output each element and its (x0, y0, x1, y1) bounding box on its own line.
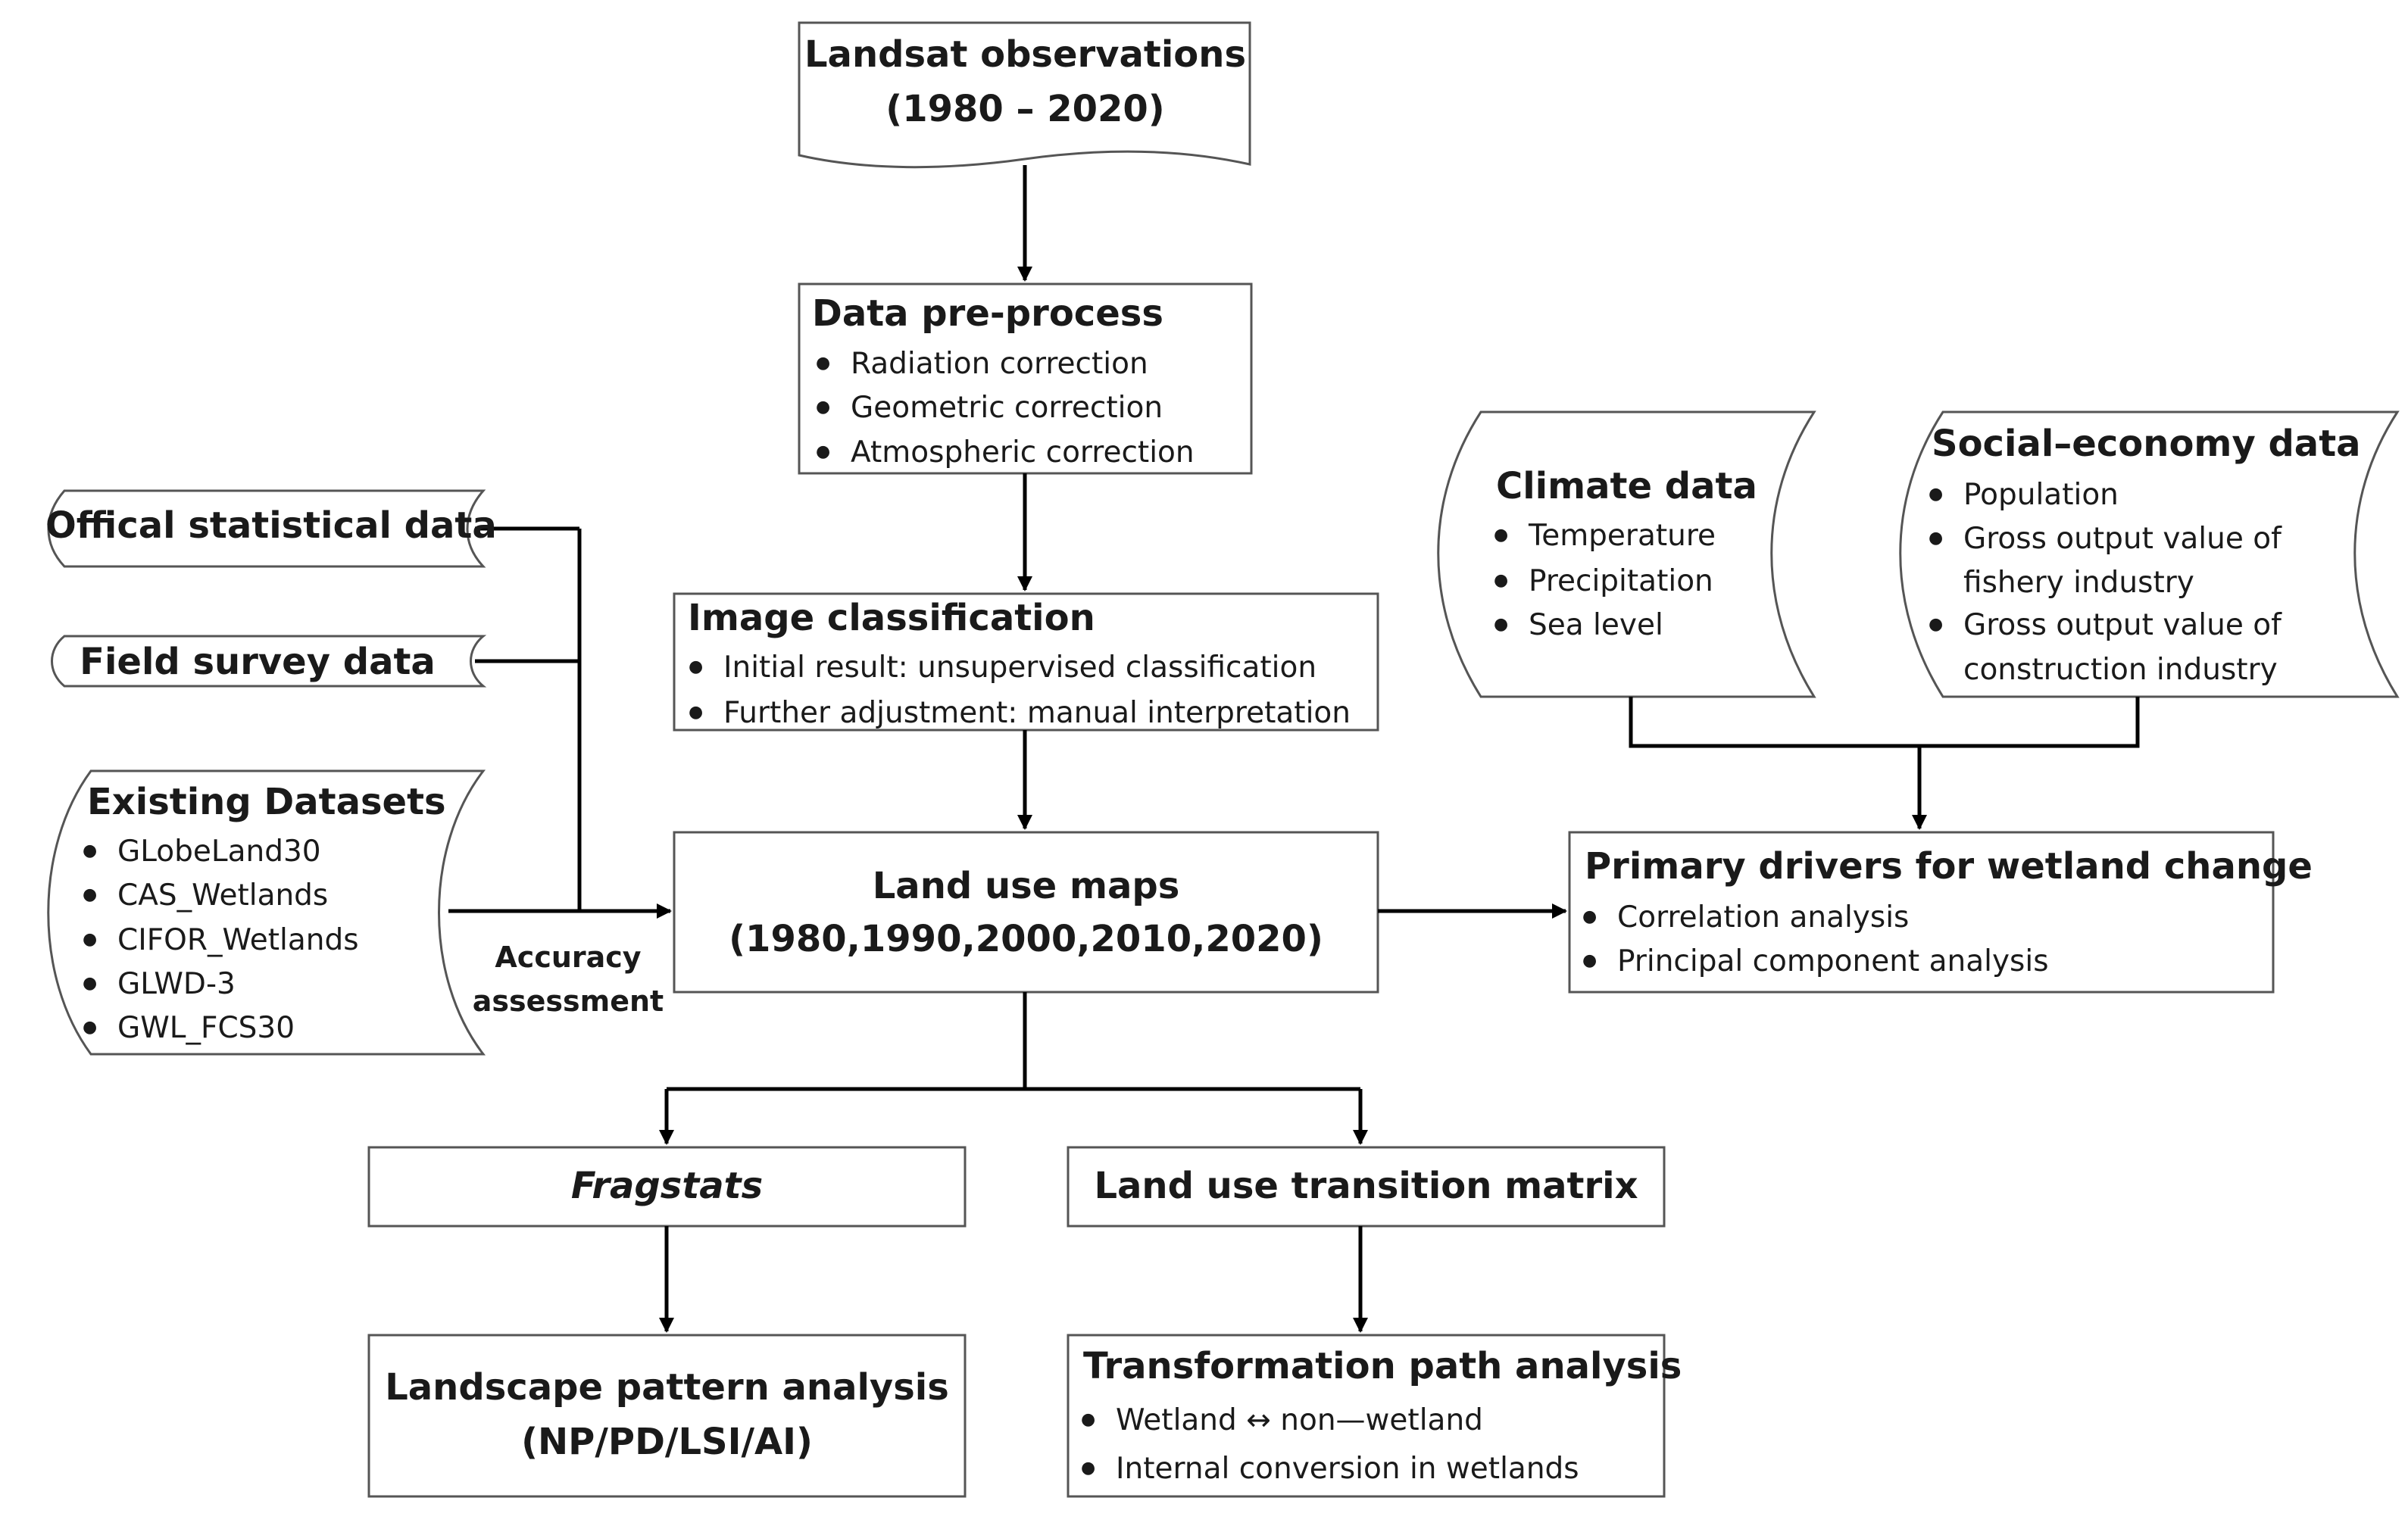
transformation-title: Transformation path analysis (1083, 1345, 1682, 1387)
official-data-title: Offical statistical data (45, 504, 497, 547)
climate-data-item: Temperature (1494, 521, 1716, 551)
landscape-title-line1: Landscape pattern analysis (385, 1366, 949, 1409)
classification-title: Image classification (688, 597, 1095, 639)
landsat-title-line1: Landsat observations (804, 33, 1247, 76)
social-economy-item: Population (1929, 480, 2119, 510)
social-economy-item: Gross output value of (1929, 524, 2282, 554)
transformation-item: Wetland ↔ non—wetland (1081, 1406, 1483, 1435)
existing-dataset-item: CAS_Wetlands (83, 881, 328, 910)
drivers-item: Correlation analysis (1582, 903, 1909, 932)
fragstats-title: Fragstats (570, 1165, 764, 1207)
transformation-item: Internal conversion in wetlands (1081, 1454, 1579, 1484)
landuse-rect (673, 831, 1379, 994)
field-survey-title: Field survey data (80, 641, 436, 683)
existing-datasets-title: Existing Datasets (87, 781, 446, 823)
preprocess-item: Radiation correction (816, 349, 1148, 379)
climate-data-item: Precipitation (1494, 566, 1713, 596)
social-economy-item: Gross output value of (1929, 610, 2282, 640)
preprocess-item: Geometric correction (816, 393, 1163, 423)
preprocess-title: Data pre-process (812, 292, 1163, 335)
drivers-item: Principal component analysis (1582, 947, 2048, 976)
transition-matrix-title: Land use transition matrix (1094, 1165, 1638, 1207)
landscape-title-line2: (NP/PD/LSI/AI) (521, 1421, 813, 1463)
drivers-title: Primary drivers for wetland change (1585, 845, 2313, 888)
classification-item: Initial result: unsupervised classificat… (689, 653, 1316, 682)
preprocess-item: Atmospheric correction (816, 438, 1195, 467)
existing-dataset-item: GLWD-3 (83, 969, 236, 999)
climate-data-title: Climate data (1496, 465, 1757, 507)
social-economy-item-cont: fishery industry (1963, 566, 2194, 600)
classification-item: Further adjustment: manual interpretatio… (689, 698, 1351, 728)
line-climate-social-join (1629, 697, 2140, 748)
existing-dataset-item: GWL_FCS30 (83, 1013, 295, 1043)
existing-dataset-item: CIFOR_Wetlands (83, 925, 358, 955)
existing-dataset-item: GLobeLand30 (83, 837, 321, 866)
climate-data-shape (1437, 410, 1816, 698)
accuracy-label-line1: Accuracy (495, 941, 642, 974)
social-economy-item-cont: construction industry (1963, 653, 2278, 687)
social-economy-title: Social–economy data (1932, 423, 2361, 465)
landuse-title-line2: (1980,1990,2000,2010,2020) (729, 918, 1323, 960)
landsat-title-line2: (1980 – 2020) (885, 88, 1165, 130)
landscape-rect (367, 1334, 967, 1498)
climate-data-item: Sea level (1494, 610, 1663, 640)
landuse-title-line1: Land use maps (872, 865, 1180, 907)
accuracy-label-line2: assessment (472, 984, 664, 1018)
